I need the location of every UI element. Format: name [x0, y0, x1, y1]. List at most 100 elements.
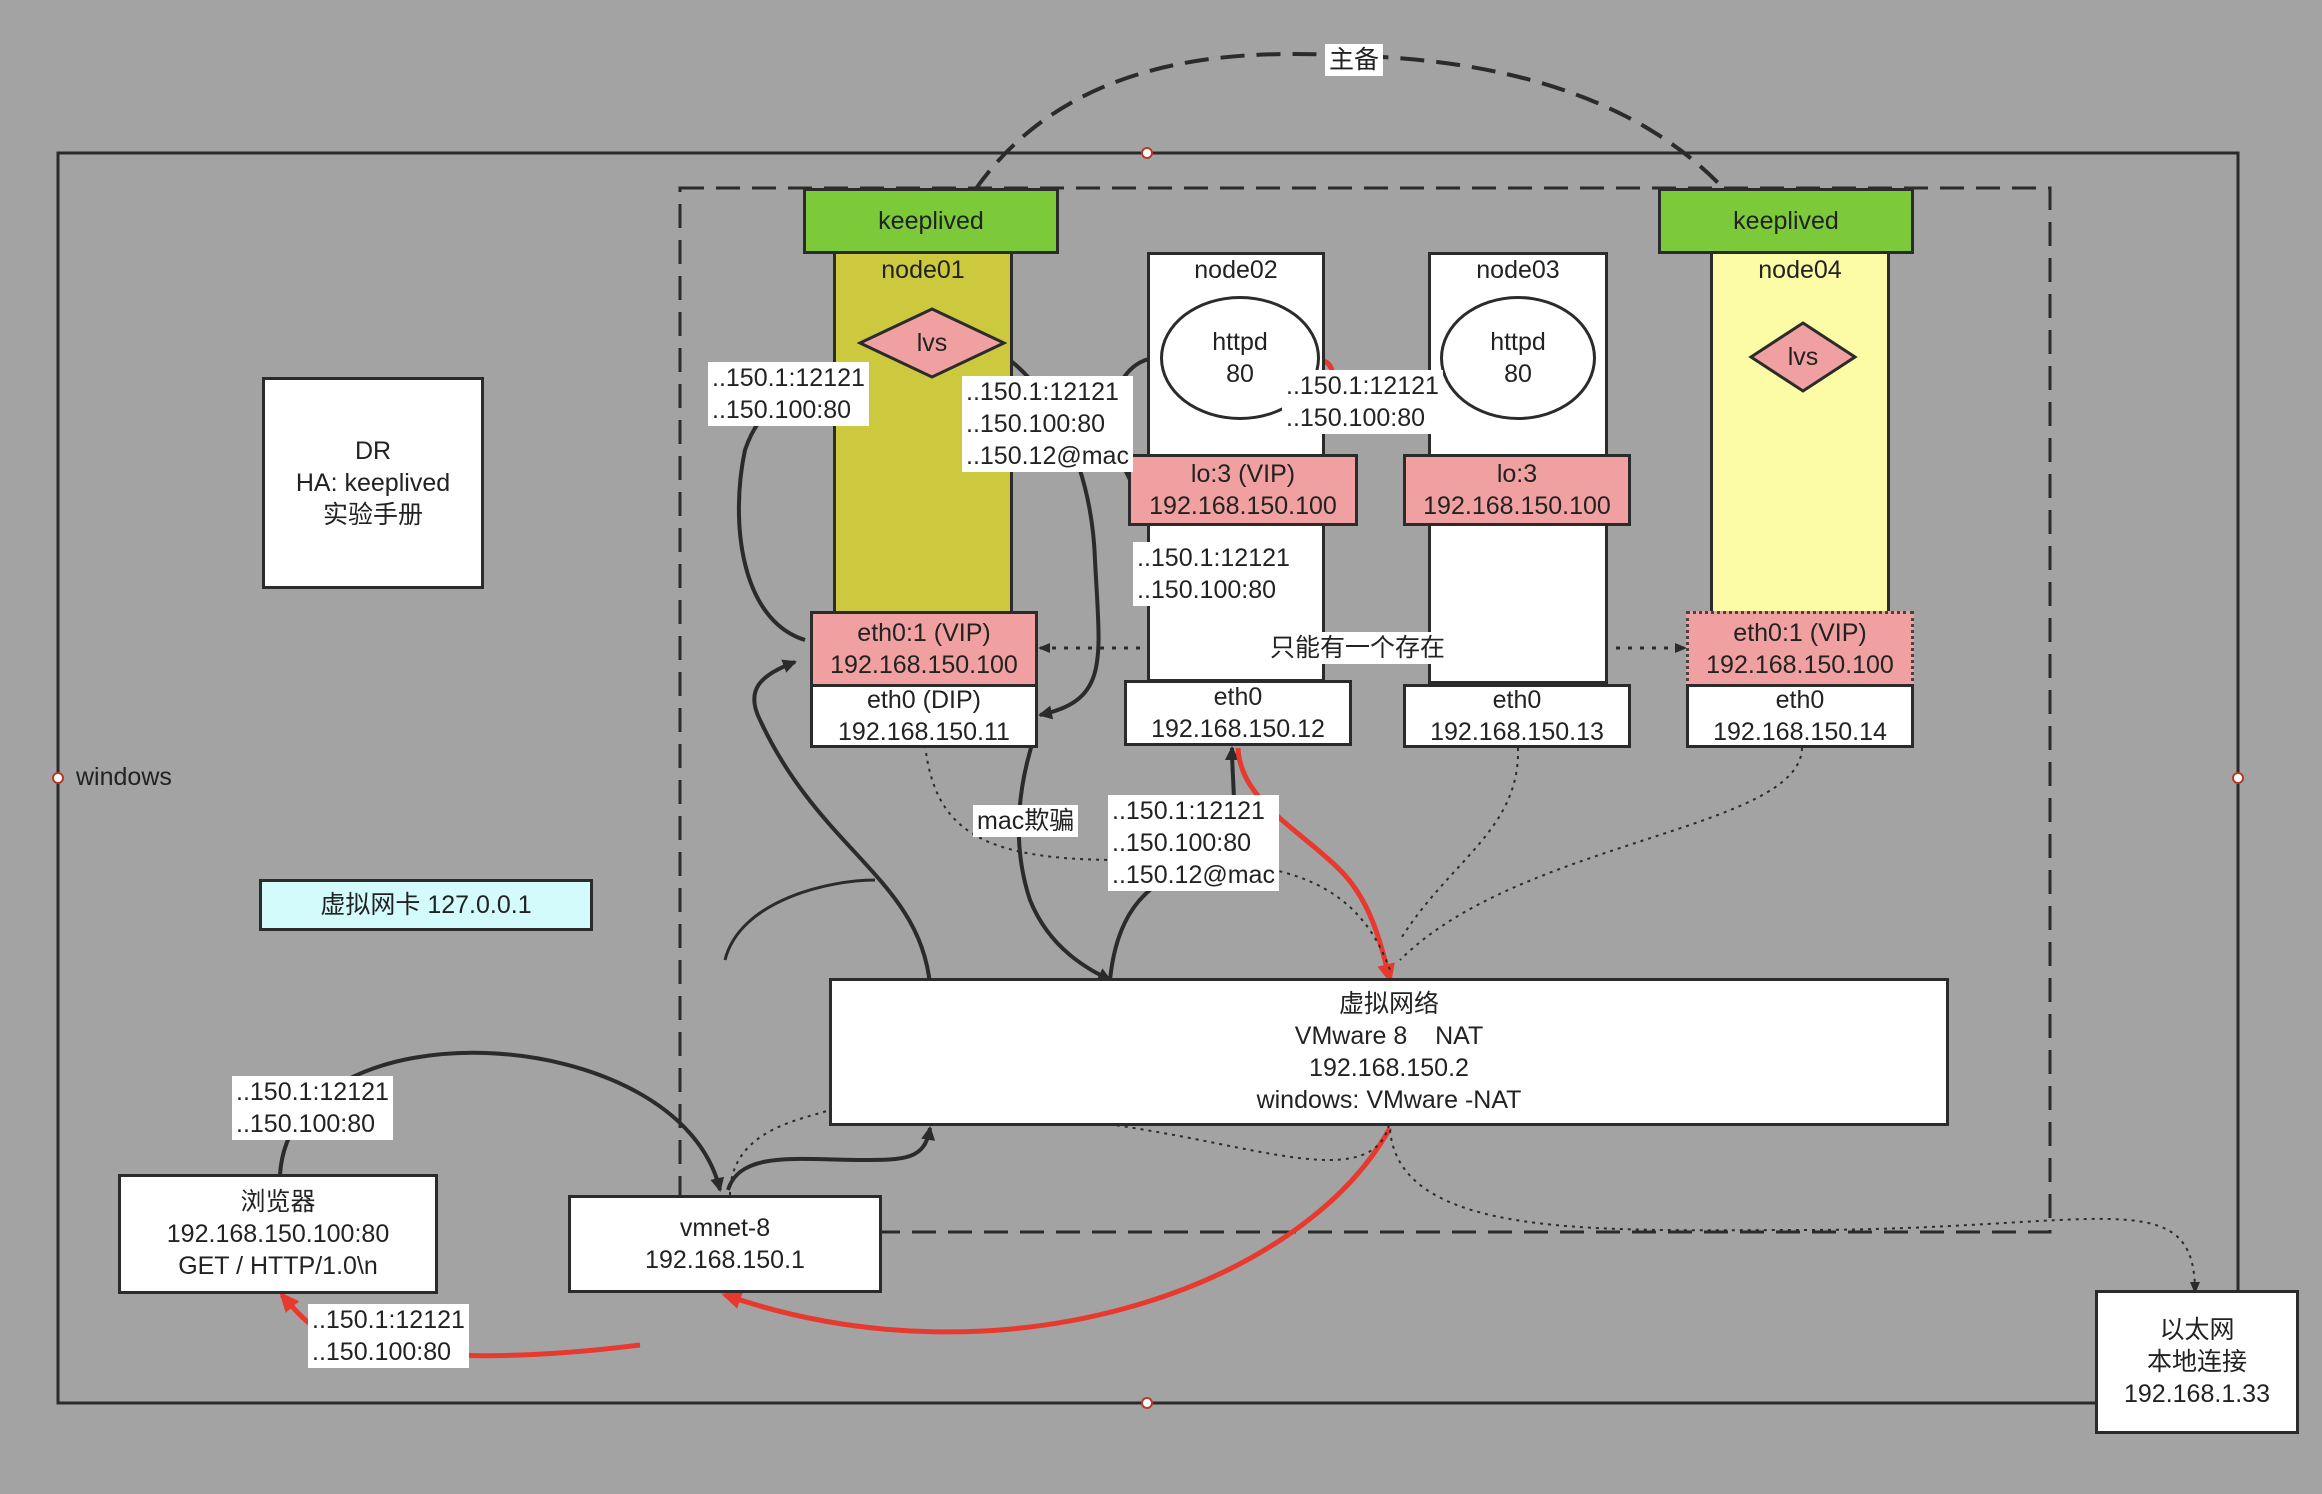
vmnet8-name: vmnet-8 — [679, 1214, 771, 1242]
browser-request: GET / HTTP/1.0\n — [178, 1252, 378, 1280]
keeplived-left-text: keeplived — [878, 207, 984, 235]
dr-note[interactable]: DR HA: keeplived 实验手册 — [262, 377, 484, 589]
dr-note-line2: HA: keeplived — [295, 469, 451, 497]
eth01-vip[interactable]: eth0:1 (VIP) 192.168.150.100 — [810, 611, 1038, 687]
vnet-line1: 虚拟网络 — [1338, 990, 1439, 1018]
packet-line: ..150.100:80 — [236, 1110, 376, 1138]
eth01-vip-ip: 192.168.150.100 — [830, 651, 1018, 679]
frame-handle-bottom[interactable] — [1141, 1397, 1153, 1409]
eth03-name: eth0 — [1492, 686, 1542, 714]
packet-line: ..150.12@mac — [966, 442, 1129, 470]
eth02-name: eth0 — [1213, 683, 1263, 711]
dr-note-line3: 实验手册 — [322, 501, 423, 529]
packet-line: ..150.12@mac — [1112, 861, 1275, 889]
ethernet-line3: 192.168.1.33 — [2124, 1380, 2270, 1408]
lvs-right-diamond[interactable]: lvs — [1748, 320, 1858, 394]
eth02-ip: 192.168.150.12 — [1151, 715, 1325, 743]
diamond-shape — [1748, 321, 1858, 393]
virtual-nic-text: 虚拟网卡 127.0.0.1 — [320, 891, 532, 919]
packet-browser-down: ..150.1:12121 ..150.100:80 — [308, 1304, 469, 1368]
eth01-dip-ip: 192.168.150.11 — [838, 718, 1010, 746]
packet-line: ..150.1:12121 — [236, 1078, 389, 1106]
eth04-ip: 192.168.150.14 — [1713, 718, 1887, 746]
eth01-dip-name: eth0 (DIP) — [867, 686, 981, 714]
browser-box[interactable]: 浏览器 192.168.150.100:80 GET / HTTP/1.0\n — [118, 1174, 438, 1294]
packet-line: ..150.100:80 — [966, 410, 1106, 438]
frame-handle-right[interactable] — [2232, 772, 2244, 784]
lo-node03[interactable]: lo:3 192.168.150.100 — [1403, 454, 1631, 526]
keeplived-right[interactable]: keeplived — [1658, 188, 1914, 254]
eth04-name: eth0 — [1775, 686, 1825, 714]
node04-dotted-line — [1399, 747, 1803, 961]
lvs-left-text: lvs — [916, 328, 948, 357]
httpd-node02-port: 80 — [1226, 360, 1254, 388]
packet-line: ..150.1:12121 — [1286, 372, 1439, 400]
vnet-inner-dotted-line — [829, 1105, 1391, 1161]
httpd-node02-name: httpd — [1212, 328, 1268, 356]
frame-handle-left[interactable] — [52, 772, 64, 784]
packet-node01-right: ..150.1:12121 ..150.100:80 ..150.12@mac — [962, 376, 1133, 472]
lvs-left-diamond[interactable]: lvs — [857, 306, 1007, 380]
ethernet-line1: 以太网 — [2159, 1316, 2235, 1344]
eth02[interactable]: eth0 192.168.150.12 — [1124, 680, 1352, 746]
master-backup-arc — [973, 52, 1727, 192]
ethernet-box[interactable]: 以太网 本地连接 192.168.1.33 — [2095, 1290, 2299, 1434]
packet-eth02-below: ..150.1:12121 ..150.100:80 ..150.12@mac — [1108, 795, 1279, 891]
packet-line: ..150.1:12121 — [1137, 544, 1290, 572]
packet-line: ..150.1:12121 — [712, 364, 865, 392]
lo-node03-name: lo:3 — [1496, 460, 1538, 488]
httpd-node03-name: httpd — [1490, 328, 1546, 356]
ethernet-line2: 本地连接 — [2146, 1348, 2247, 1376]
lo-node03-ip: 192.168.150.100 — [1423, 492, 1611, 520]
eth04[interactable]: eth0 192.168.150.14 — [1686, 684, 1914, 748]
packet-httpd-return: ..150.1:12121 ..150.100:80 — [1282, 370, 1443, 434]
vmnet8-box[interactable]: vmnet-8 192.168.150.1 — [568, 1195, 882, 1293]
keeplived-right-text: keeplived — [1733, 207, 1839, 235]
packet-line: ..150.1:12121 — [966, 378, 1119, 406]
keeplived-left[interactable]: keeplived — [803, 188, 1059, 254]
node03-dotted-line — [1399, 747, 1520, 941]
eth04-vip-name: eth0:1 (VIP) — [1733, 619, 1867, 647]
eth01-dip[interactable]: eth0 (DIP) 192.168.150.11 — [810, 684, 1038, 748]
browser-address: 192.168.150.100:80 — [166, 1220, 390, 1248]
browser-title: 浏览器 — [240, 1188, 316, 1216]
master-backup-label: 主备 — [1325, 44, 1384, 76]
eth04-vip-ip: 192.168.150.100 — [1706, 651, 1894, 679]
eth02-to-vnet-red-line — [1235, 747, 1395, 984]
node03-label: node03 — [1476, 256, 1560, 284]
packet-line: ..150.100:80 — [712, 396, 852, 424]
node02-label: node02 — [1194, 256, 1278, 284]
node04-column — [1710, 250, 1890, 618]
packet-line: ..150.100:80 — [312, 1338, 452, 1366]
diamond-shape — [857, 307, 1007, 379]
windows-label: windows — [76, 763, 172, 791]
virtual-nic-box[interactable]: 虚拟网卡 127.0.0.1 — [259, 879, 593, 931]
lo-node02-name: lo:3 (VIP) — [1190, 460, 1296, 488]
packet-browser-up: ..150.1:12121 ..150.100:80 — [232, 1076, 393, 1140]
virtual-network[interactable]: 虚拟网络 VMware 8 NAT 192.168.150.2 windows:… — [829, 978, 1949, 1126]
vnet-line4: windows: VMware -NAT — [1256, 1086, 1522, 1114]
dr-note-line1: DR — [354, 437, 392, 465]
httpd-node03[interactable]: httpd 80 — [1440, 296, 1596, 420]
lo-node02[interactable]: lo:3 (VIP) 192.168.150.100 — [1128, 454, 1358, 526]
eth04-vip[interactable]: eth0:1 (VIP) 192.168.150.100 — [1686, 611, 1914, 687]
eth01-vip-name: eth0:1 (VIP) — [857, 619, 991, 647]
vnet-line2: VMware 8 NAT — [1294, 1022, 1484, 1050]
lo-node02-ip: 192.168.150.100 — [1149, 492, 1337, 520]
frame-handle-top[interactable] — [1141, 147, 1153, 159]
vnet-left-link — [723, 878, 876, 961]
packet-line: ..150.1:12121 — [312, 1306, 465, 1334]
lvs-right-text: lvs — [1787, 342, 1819, 371]
dip-to-vnet-line — [1016, 734, 1112, 982]
vnet-line3: 192.168.150.2 — [1309, 1054, 1469, 1082]
httpd-node03-port: 80 — [1504, 360, 1532, 388]
eth03-ip: 192.168.150.13 — [1430, 718, 1604, 746]
only-one-label: 只能有一个存在 — [1266, 632, 1450, 664]
vmnet-dotted-line — [729, 1109, 831, 1196]
packet-line: ..150.100:80 — [1286, 404, 1426, 432]
mac-spoof-label: mac欺骗 — [973, 805, 1079, 837]
eth03[interactable]: eth0 192.168.150.13 — [1403, 684, 1631, 748]
vnet-to-vmnet-red-line — [721, 1126, 1393, 1335]
node04-label: node04 — [1758, 256, 1842, 284]
packet-line: ..150.100:80 — [1137, 576, 1277, 604]
